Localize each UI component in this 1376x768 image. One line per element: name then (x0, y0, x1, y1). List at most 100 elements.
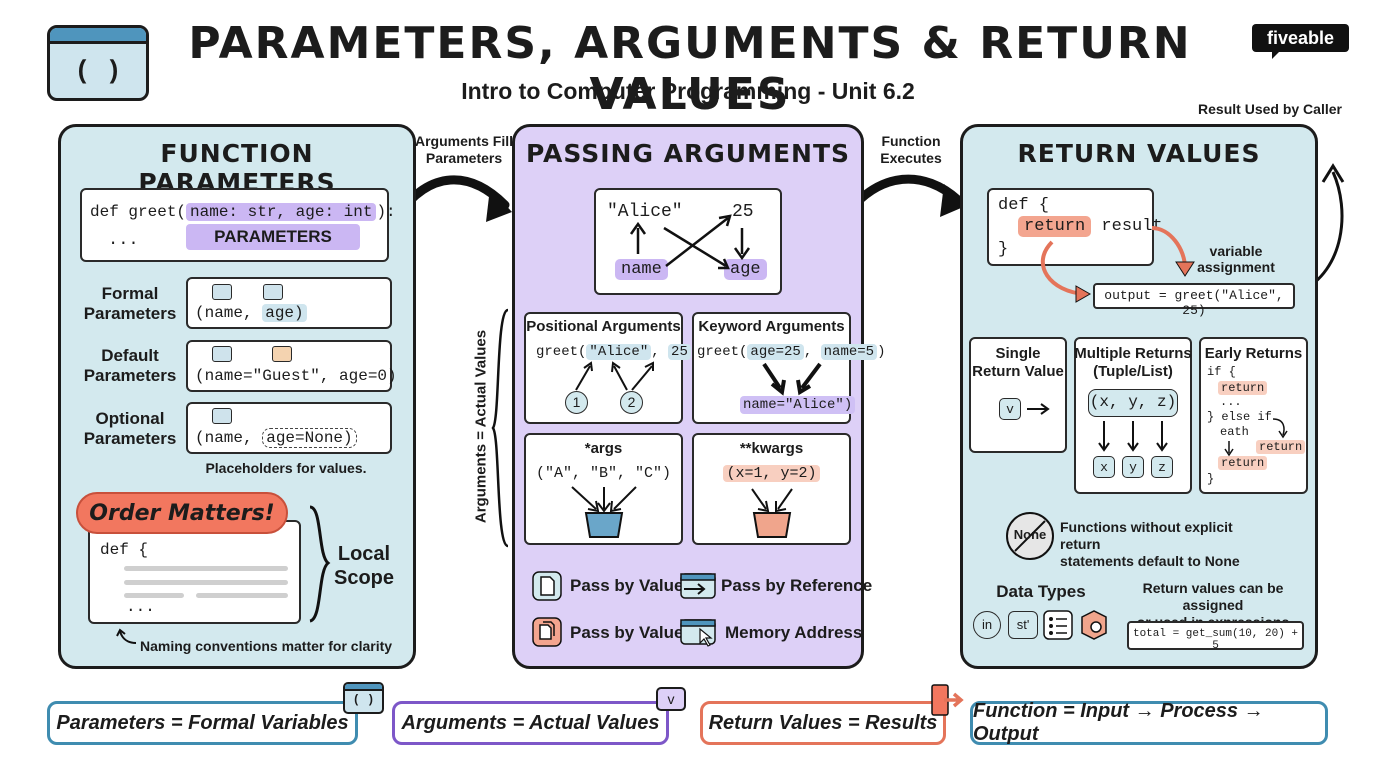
optional-parameters-value: (name, age=None) (195, 428, 357, 448)
image-icon (263, 284, 283, 300)
summary-return-values: Return Values = Results (700, 701, 946, 745)
mapping-arrows (629, 214, 751, 270)
scope-placeholder-line (124, 593, 184, 598)
kwargs-values: (x=1, y=2) (692, 465, 851, 482)
scope-placeholder-line (196, 593, 288, 598)
panel-title-return: RETURN VALUES (1017, 139, 1261, 168)
page-subtitle: Intro to Computer Programming - Unit 6.2 (461, 78, 915, 104)
logo-icon: ( ) (47, 25, 149, 101)
tuple-unpack-arrows (1098, 421, 1168, 452)
image-icon (212, 284, 232, 300)
early-line-3: ... (1220, 395, 1242, 409)
early-return-arrows (1224, 418, 1288, 457)
tuple-chip-y: y (1122, 456, 1144, 478)
kwargs-funnel-arrows (751, 488, 793, 538)
scope-placeholder-line (124, 580, 288, 585)
summary-return-values-text: Return Values = Results (708, 711, 938, 734)
int-type-icon: in (973, 611, 1001, 639)
return-code-line1: def { (998, 196, 1050, 215)
value-badge-icon: v (656, 687, 686, 711)
local-scope-code-box (88, 520, 301, 624)
code-line-ellipsis: ... (108, 231, 139, 250)
summary-arguments: Arguments = Actual Values (392, 701, 669, 745)
flow-label-fill: Arguments Fill Parameters (414, 133, 513, 166)
pass-by-reference-label: Pass by Reference (721, 576, 873, 595)
map-age: age (724, 259, 767, 280)
list-type-icon (1043, 610, 1073, 640)
output-assignment-code: output = greet("Alice", 25) (1104, 288, 1284, 318)
parameters-tag: PARAMETERS (186, 224, 360, 250)
scope-code-line1: def { (100, 541, 149, 559)
early-line-1: if { (1207, 365, 1236, 379)
database-icon (272, 346, 292, 362)
none-no-icon (1006, 512, 1054, 560)
order-matters-callout: Order Matters! (76, 492, 288, 534)
early-line-2: return (1218, 381, 1268, 395)
args-funnel-arrows (571, 486, 637, 538)
return-code-line3: } (998, 240, 1009, 259)
kwargs-title: **kwargs (739, 440, 804, 457)
label-formal-parameters: Formal Parameters (83, 284, 177, 323)
summary-parameters: Parameters = Formal Variables (47, 701, 358, 745)
image-icon (212, 346, 232, 362)
brand-logo: fiveable (1252, 24, 1349, 52)
pass-by-value-copy-label: Pass by Value (570, 623, 684, 642)
scope-code-ellipsis: ... (126, 598, 155, 616)
brand-logo-text: fiveable (1266, 28, 1335, 48)
flow-label-result-used: Result Used by Caller (1198, 101, 1342, 117)
curved-arrow-icon (116, 628, 137, 644)
none-badge-text: None (1013, 527, 1047, 542)
positional-arrows (575, 361, 654, 391)
args-values: ("A", "B", "C") (535, 465, 672, 482)
early-line-5: eath (1220, 425, 1249, 439)
early-line-8: } (1207, 472, 1215, 486)
single-return-card (969, 337, 1067, 453)
map-25: 25 (732, 202, 754, 222)
position-badge-2: 2 (620, 391, 643, 414)
positional-arguments-card (524, 312, 683, 424)
summary-parameters-text: Parameters = Formal Variables (56, 711, 349, 734)
data-types-label: Data Types (996, 582, 1086, 601)
image-icon (212, 408, 232, 424)
code-line-signature: def greet(name: str, age: int): (90, 203, 396, 221)
map-alice: "Alice" (607, 202, 683, 222)
keyword-result: name="Alice") (740, 396, 856, 414)
label-optional-parameters: Optional Parameters (83, 409, 177, 448)
document-icon (532, 571, 562, 601)
keyword-arrows (762, 362, 822, 396)
placeholders-note: Placeholders for values. (205, 460, 367, 476)
string-type-icon: st' (1008, 611, 1038, 639)
variable-assignment-label: variable assignment (1197, 243, 1275, 275)
default-parameters-value: (name="Guest", age=0) (195, 367, 397, 385)
parameters-highlight: name: str, age: int (186, 203, 377, 221)
copy-icon (532, 617, 562, 647)
naming-note: Naming conventions matter for clarity (140, 638, 393, 654)
summary-arguments-text: Arguments = Actual Values (401, 711, 660, 734)
exit-arrow-icon (931, 684, 964, 716)
keyword-title: Keyword Arguments (698, 318, 845, 335)
brand-logo-tail (1272, 51, 1280, 59)
memory-address-label: Memory Address (725, 623, 863, 642)
early-line-6: return (1256, 440, 1306, 454)
arguments-brace (491, 308, 510, 548)
expression-code: total = get_sum(10, 20) + 5 (1132, 628, 1299, 652)
positional-code: greet("Alice", 25) (536, 344, 699, 360)
keyword-code: greet(age=25, name=5) (697, 344, 886, 360)
scope-placeholder-line (124, 566, 288, 571)
single-value-chip: v (999, 398, 1021, 420)
args-title: *args (584, 440, 623, 457)
none-note: Functions without explicit return statem… (1060, 519, 1240, 569)
local-scope-brace (309, 505, 331, 623)
arguments-side-label-text: Arguments = Actual Values (472, 329, 490, 524)
parentheses-badge-icon: ( ) (343, 682, 384, 714)
map-name: name (615, 259, 668, 280)
summary-function-text: Function = Input → Process → Output (973, 700, 1264, 745)
right-arrow-icon (1027, 403, 1050, 415)
tuple-value: (x, y, z) (1088, 389, 1178, 417)
label-default-parameters: Default Parameters (83, 346, 177, 385)
window-cursor-icon (680, 619, 716, 647)
output-assignment-box (1093, 283, 1295, 309)
position-badge-1: 1 (565, 391, 588, 414)
early-returns-title: Early Returns (1204, 345, 1303, 362)
return-code-line2: return result (1018, 216, 1163, 237)
